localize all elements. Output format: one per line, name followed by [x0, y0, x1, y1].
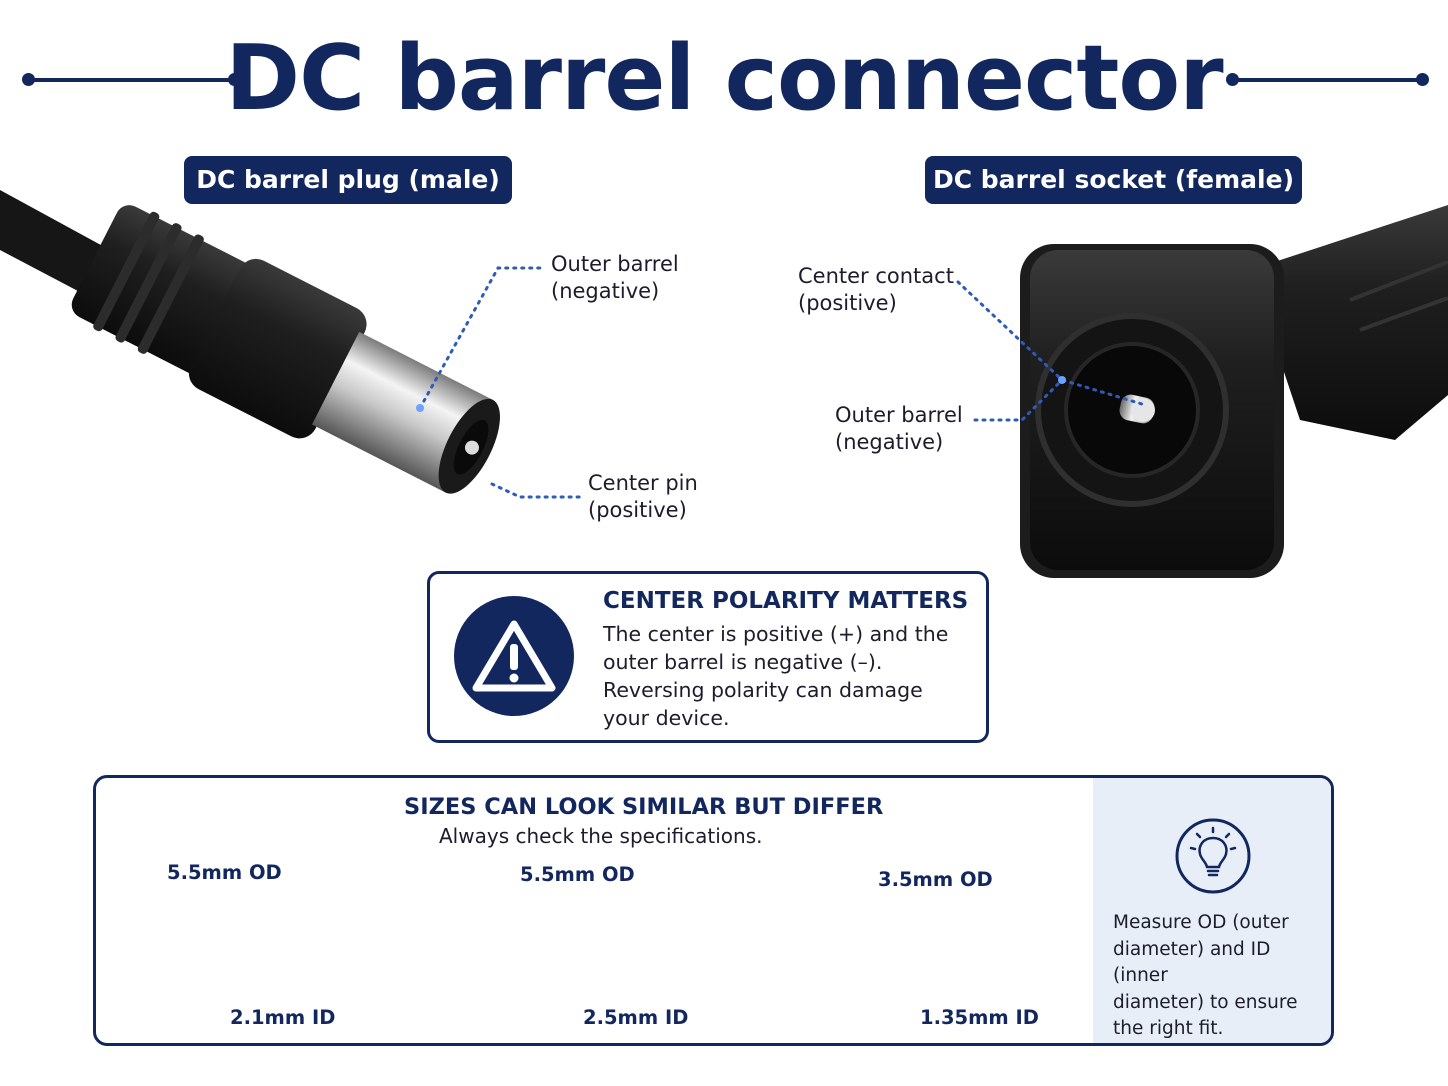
plug-outer-barrel-line1: Outer barrel: [551, 252, 679, 276]
tip-line-2: diameter) and ID (inner: [1113, 938, 1271, 987]
size-1-id: 2.1mm ID: [230, 1006, 336, 1029]
size-2-od: 5.5mm OD: [520, 863, 635, 886]
warning-title: CENTER POLARITY MATTERS: [603, 588, 969, 614]
lightbulb-icon: [1173, 816, 1253, 900]
title-dot-right-inner: [1226, 73, 1239, 86]
size-3-od: 3.5mm OD: [878, 868, 993, 891]
sizes-subtitle: Always check the specifications.: [439, 824, 763, 848]
warning-line-4: your device.: [603, 706, 730, 730]
page-title: DC barrel connector: [225, 26, 1223, 131]
size-2-id: 2.5mm ID: [583, 1006, 689, 1029]
tip-line-3: diameter) to ensure: [1113, 991, 1298, 1013]
tip-line-1: Measure OD (outer: [1113, 912, 1289, 933]
plug-center-pin-line1: Center pin: [588, 471, 698, 495]
socket-outer-barrel-line2: (negative): [835, 430, 944, 454]
plug-center-pin-line2: (positive): [588, 498, 687, 522]
title-dot-left-inner: [228, 73, 241, 86]
title-rule-left: [28, 78, 234, 82]
warning-line-3: Reversing polarity can damage: [603, 678, 923, 702]
dc-socket-illustration: [1020, 205, 1448, 578]
warning-line-2: outer barrel is negative (–).: [603, 650, 883, 674]
plug-header: DC barrel plug (male): [184, 156, 512, 204]
title-dot-left: [22, 73, 35, 86]
warning-triangle-icon: [454, 596, 574, 716]
warning-line-1: The center is positive (+) and the: [603, 622, 949, 646]
sizes-title: SIZES CAN LOOK SIMILAR BUT DIFFER: [404, 794, 884, 820]
socket-outer-barrel-line1: Outer barrel: [835, 403, 963, 427]
sizes-box: SIZES CAN LOOK SIMILAR BUT DIFFER Always…: [93, 775, 1334, 1046]
dc-plug-illustration: [0, 190, 500, 494]
warning-text: The center is positive (+) and the outer…: [603, 620, 983, 732]
tip-line-4: the right fit.: [1113, 1018, 1224, 1039]
tip-panel: [1093, 778, 1331, 1043]
tip-text: Measure OD (outer diameter) and ID (inne…: [1113, 910, 1328, 1043]
plug-outer-barrel-line2: (negative): [551, 279, 660, 303]
socket-center-contact-line1: Center contact: [798, 264, 954, 288]
size-1-od: 5.5mm OD: [167, 861, 282, 884]
plug-outer-barrel-label: Outer barrel (negative): [551, 251, 679, 305]
size-3-id: 1.35mm ID: [920, 1006, 1039, 1029]
socket-center-contact-line2: (positive): [798, 291, 897, 315]
socket-outer-barrel-label: Outer barrel (negative): [835, 402, 963, 456]
socket-header: DC barrel socket (female): [925, 156, 1302, 204]
title-dot-right: [1416, 73, 1429, 86]
polarity-warning-box: CENTER POLARITY MATTERS The center is po…: [427, 571, 989, 743]
title-rule-right: [1232, 78, 1422, 82]
socket-center-contact-label: Center contact (positive): [798, 263, 954, 317]
plug-center-pin-label: Center pin (positive): [588, 470, 698, 524]
